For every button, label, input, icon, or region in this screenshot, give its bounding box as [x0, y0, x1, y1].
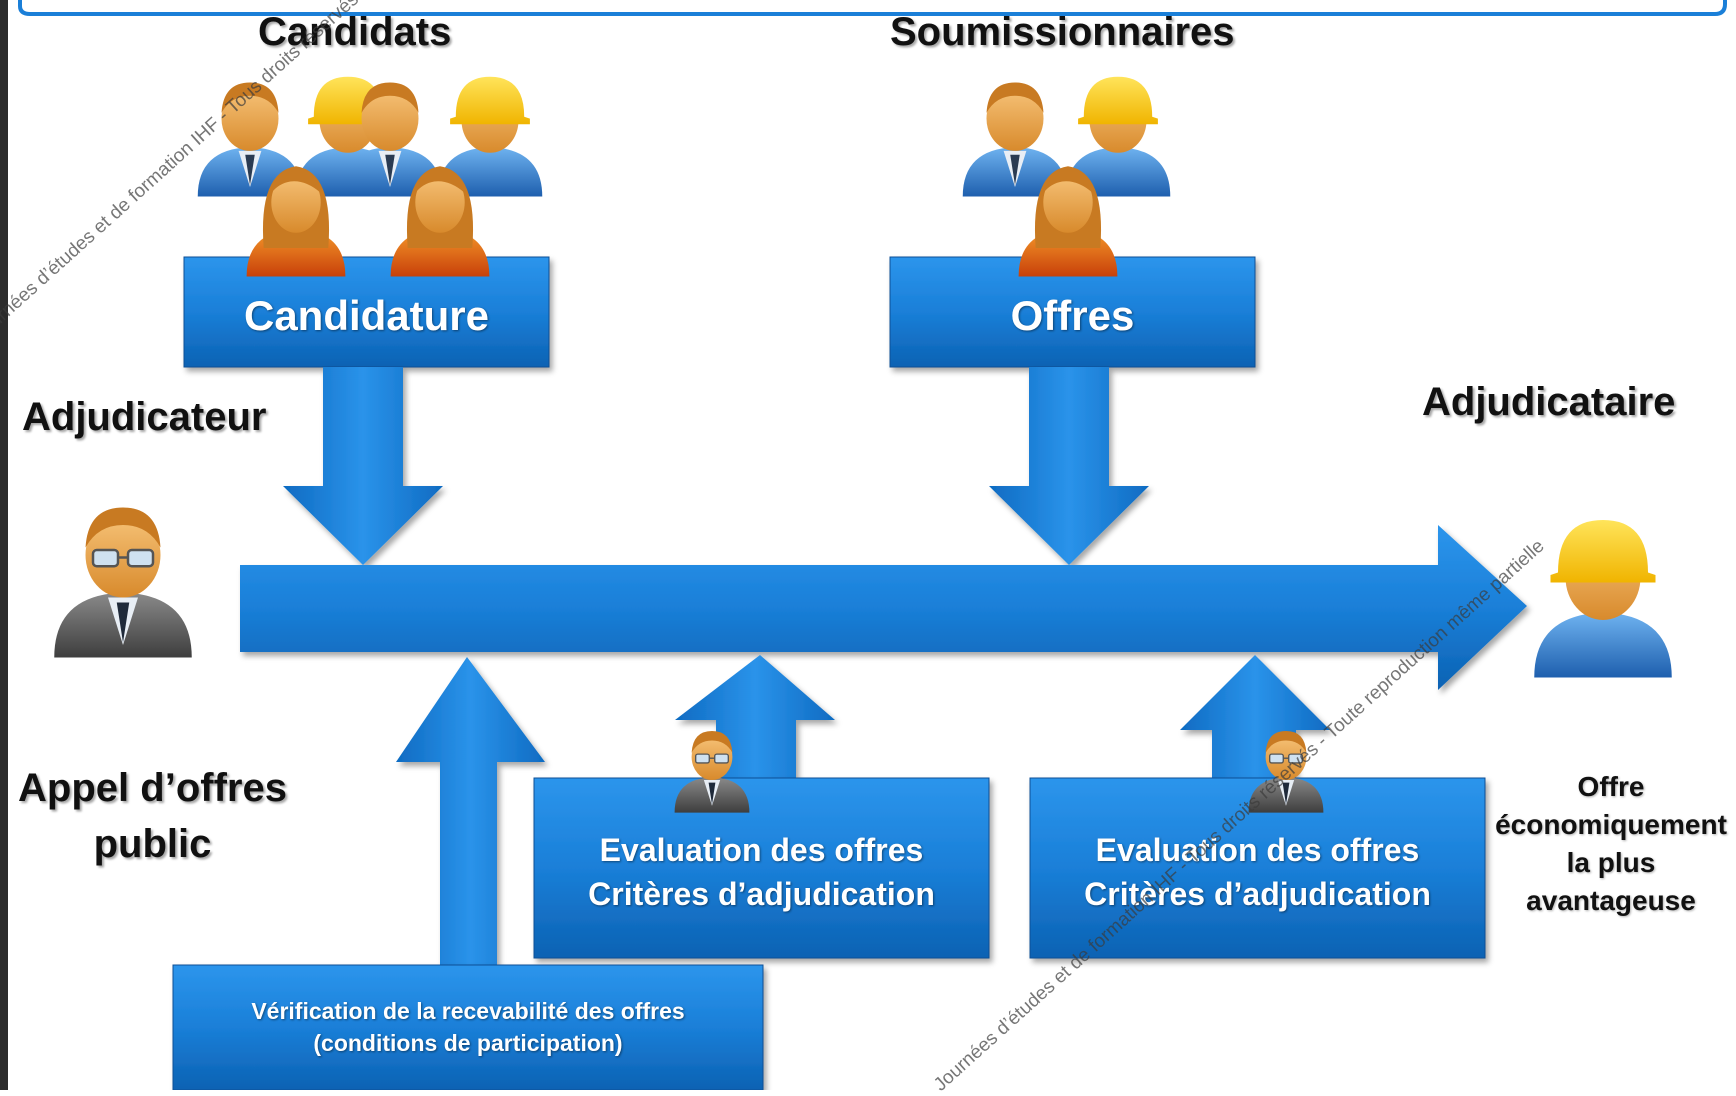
adjudicateur-officer-glasses-icon [53, 506, 193, 659]
offres-text: Offres [1010, 292, 1135, 339]
evaluation-1-up-arrow [675, 655, 835, 780]
offres-down-arrow [989, 367, 1149, 565]
offre-avantageuse-label: Offre économiquement la plus avantageuse [1486, 768, 1736, 920]
appel-line-2: public [93, 822, 212, 866]
evaluation-2-line-2: Critères d’adjudication [1084, 876, 1431, 912]
candidature-down-arrow [283, 367, 443, 565]
candidature-text: Candidature [243, 292, 490, 339]
evaluation-2-line-1: Evaluation des offres [1095, 832, 1420, 868]
main-process-arrow [240, 525, 1527, 690]
offre-line-4: avantageuse [1526, 885, 1696, 916]
evaluation-1-box [533, 777, 990, 959]
offre-line-3: la plus [1566, 847, 1656, 878]
evaluation-1-line-1: Evaluation des offres [599, 832, 924, 868]
left-dark-edge [0, 0, 8, 1090]
soumissionnaires-people-group-icon [962, 76, 1171, 277]
verification-text: Vérification de la recevabilité des offr… [173, 995, 763, 1059]
evaluation-2-text: Evaluation des offres Critères d’adjudic… [1030, 828, 1485, 916]
verification-line-2: (conditions de participation) [313, 1030, 623, 1056]
appel-offres-label: Appel d’offres public [10, 760, 295, 872]
evaluation-1-line-2: Critères d’adjudication [588, 876, 935, 912]
offre-line-2: économiquement [1495, 809, 1727, 840]
verification-box [172, 964, 764, 1091]
evaluation-1-text: Evaluation des offres Critères d’adjudic… [534, 828, 989, 916]
adjudicataire-label: Adjudicataire [1422, 380, 1676, 424]
verification-line-1: Vérification de la recevabilité des offr… [251, 998, 685, 1024]
top-frame-edge [18, 0, 1727, 16]
offre-line-1: Offre [1577, 771, 1645, 802]
adjudicateur-label: Adjudicateur [22, 395, 267, 439]
candidats-label: Candidats [258, 10, 452, 54]
soumissionnaires-label: Soumissionnaires [890, 10, 1235, 54]
verification-up-arrow [396, 657, 545, 965]
appel-line-1: Appel d’offres [18, 766, 287, 810]
